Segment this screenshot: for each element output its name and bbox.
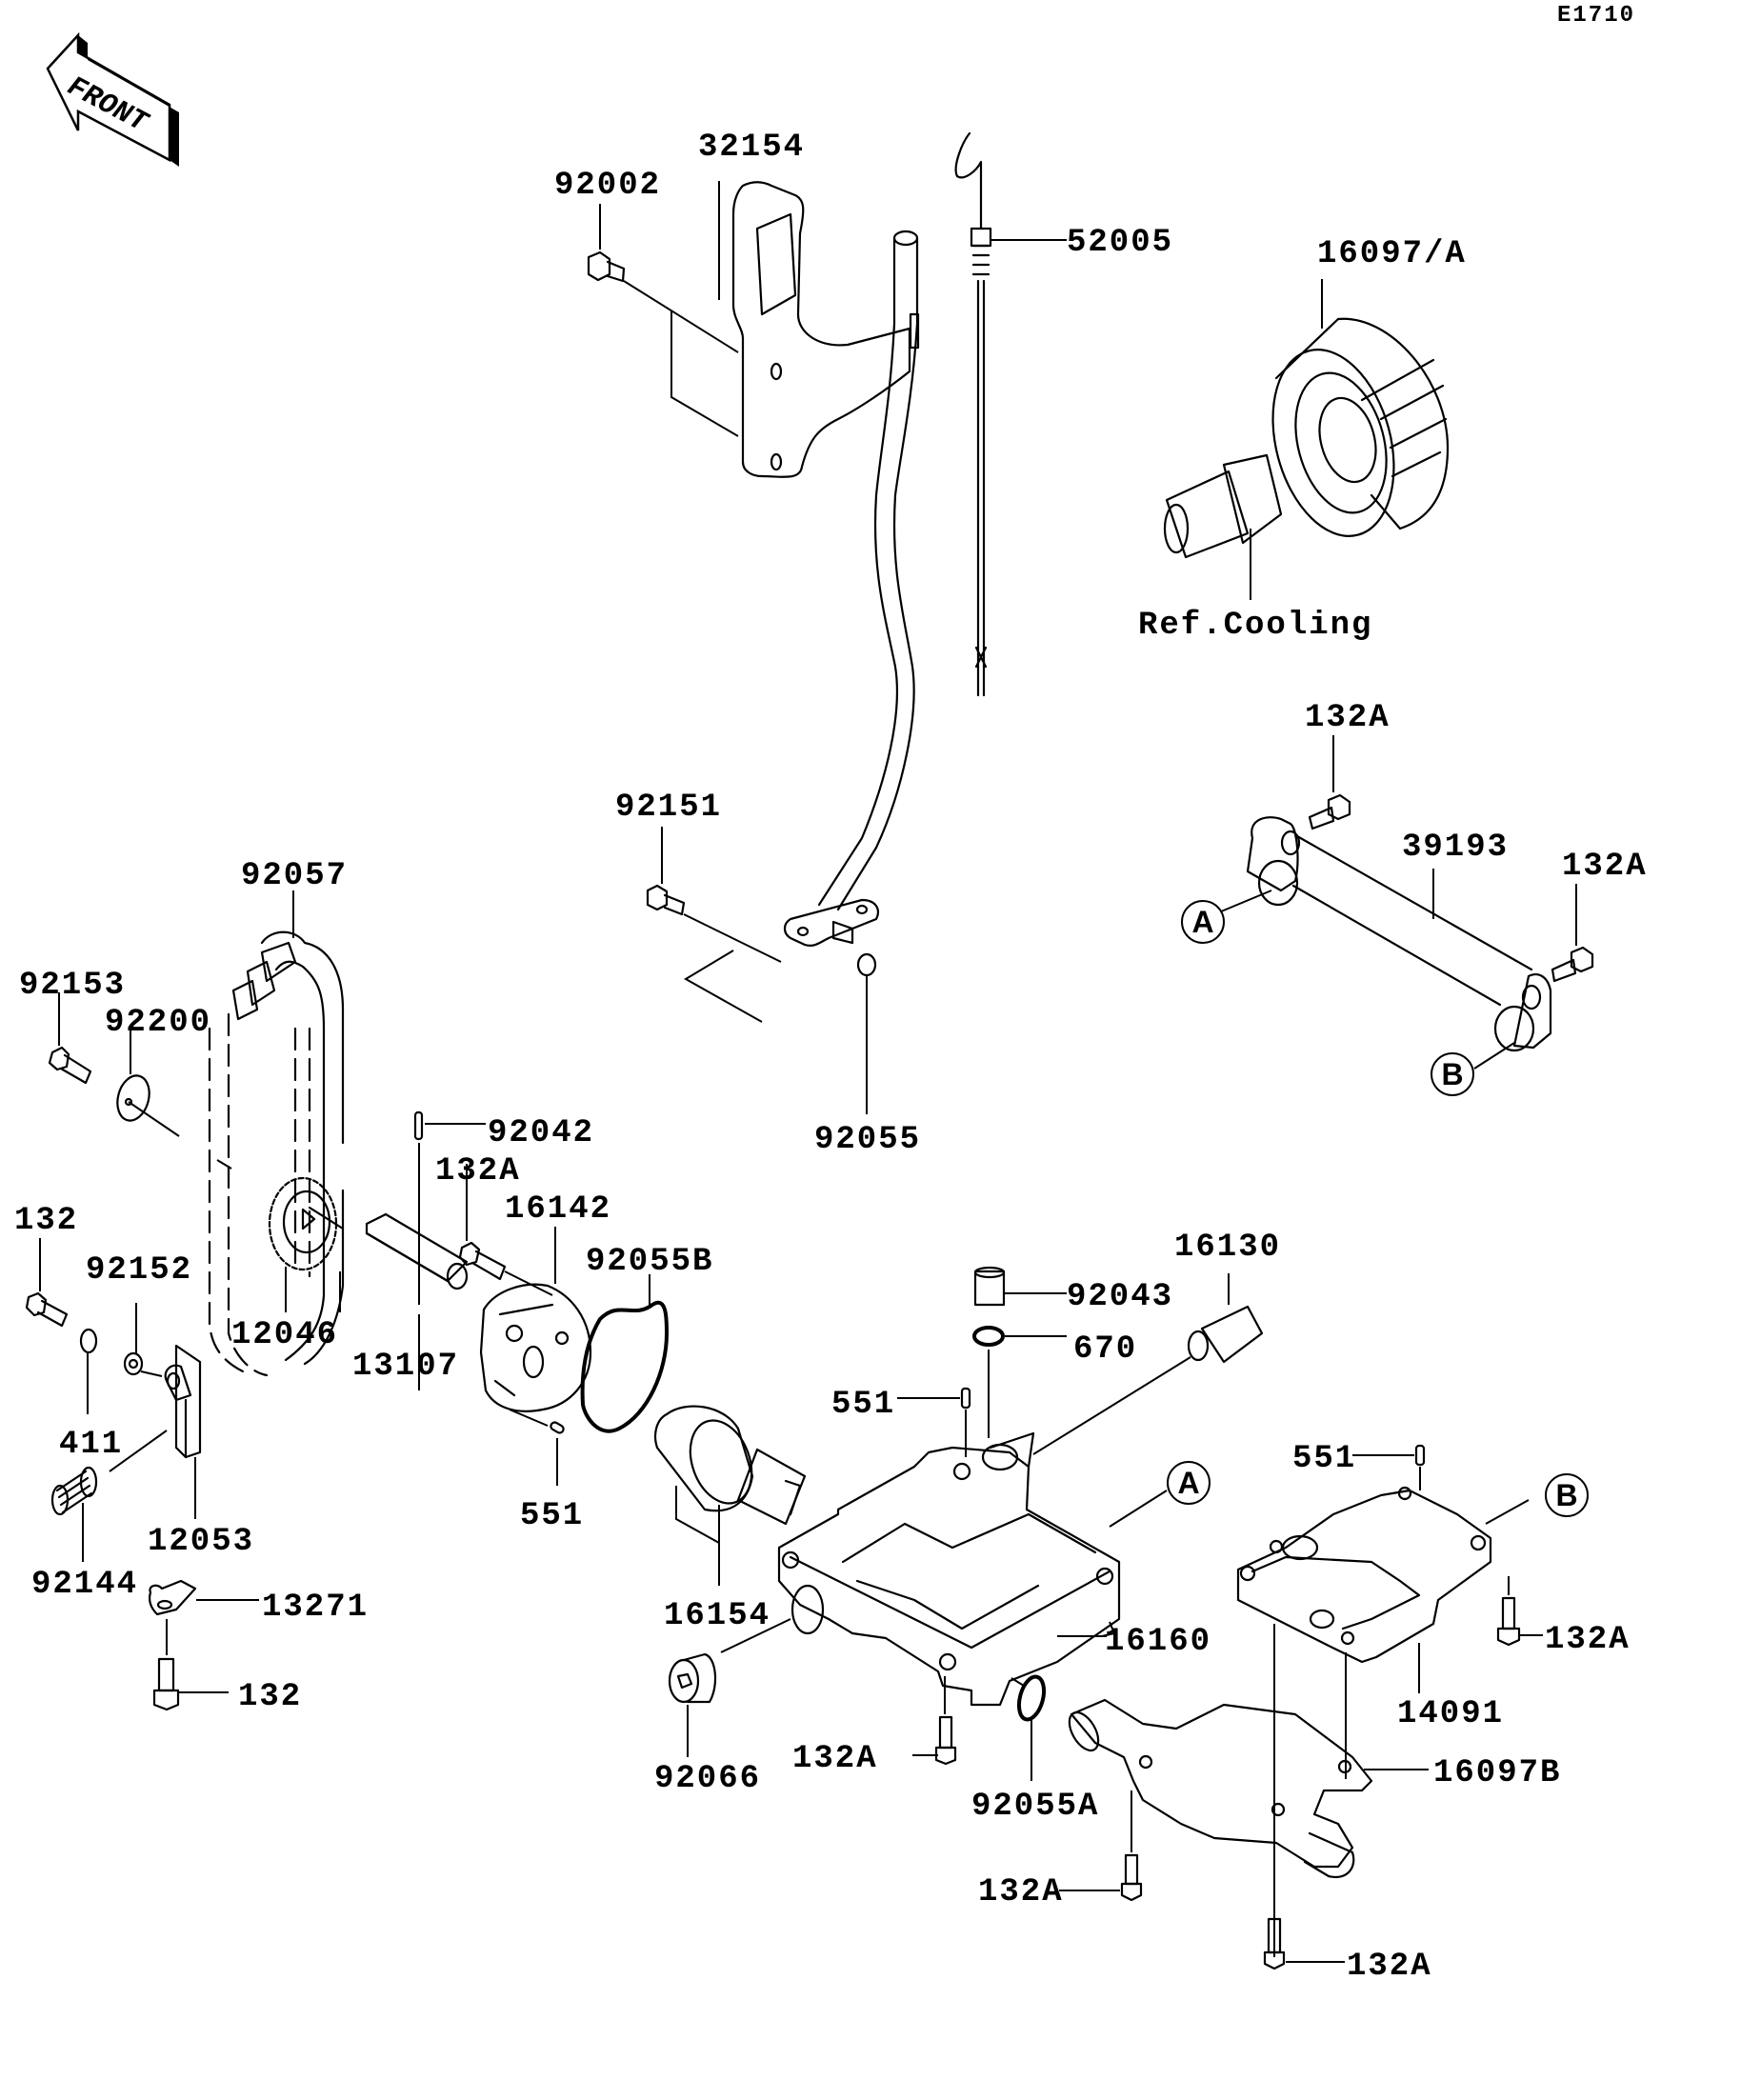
oil-pan-16160 (777, 1431, 1121, 1707)
part-label-13107: 13107 (352, 1349, 459, 1385)
oil-pump-16142 (479, 1283, 592, 1412)
oil-filter (1271, 317, 1450, 537)
part-label-92055: 92055 (814, 1122, 921, 1158)
part-label-132a-1: 132A (1305, 700, 1391, 736)
washer-411 (79, 1328, 98, 1354)
bolt-132A-pipe-right (1551, 946, 1594, 983)
relief-valve-16130 (1187, 1305, 1264, 1364)
part-label-132a-5: 132A (792, 1741, 878, 1777)
drive-chain (208, 930, 345, 1377)
connector-b-strainer-label: B (1555, 1478, 1577, 1512)
bolt-132A-housing-bottom (1263, 1917, 1286, 1970)
washer-92200 (116, 1074, 150, 1122)
part-label-92042: 92042 (488, 1115, 594, 1151)
bolt-132A-pan (934, 1715, 957, 1766)
part-label-92002: 92002 (554, 168, 661, 204)
part-label-551-2: 551 (520, 1498, 584, 1534)
part-label-16097a: 16097/A (1317, 236, 1467, 272)
bolt-132A-housing-left (1120, 1853, 1143, 1902)
tube-flange (783, 898, 879, 947)
part-label-411: 411 (59, 1427, 123, 1463)
pin-551-strainer (1414, 1444, 1426, 1467)
part-label-92151: 92151 (615, 790, 722, 826)
part-label-132a-4: 132A (1545, 1622, 1631, 1658)
pin-551-pan (960, 1387, 971, 1410)
bolt-132-bottom (152, 1657, 180, 1711)
part-label-39193: 39193 (1402, 830, 1509, 866)
part-label-132a-3: 132A (435, 1153, 521, 1190)
part-label-551-1: 551 (831, 1387, 895, 1423)
collar-92043 (973, 1266, 1006, 1307)
part-label-92152: 92152 (86, 1252, 192, 1289)
pin-92042 (413, 1110, 424, 1141)
part-label-32154: 32154 (698, 130, 805, 166)
bolt-132A-strainer (1496, 1596, 1521, 1647)
sprocket-12046 (268, 1176, 338, 1271)
reference-note: Ref.Cooling (1138, 608, 1372, 644)
part-label-12046: 12046 (231, 1317, 338, 1353)
dipstick-tube (817, 230, 920, 911)
bolt-92002 (587, 250, 626, 283)
shaft-13107 (308, 1206, 469, 1290)
oring-92055A (1016, 1674, 1047, 1722)
filter-fitting (1163, 453, 1283, 559)
part-label-12053: 12053 (148, 1524, 254, 1560)
part-label-16160: 16160 (1105, 1624, 1211, 1660)
pin-551-pump (550, 1421, 565, 1434)
part-label-13271: 13271 (262, 1590, 369, 1626)
part-label-92055b: 92055B (586, 1244, 713, 1280)
connector-b-strainer (1545, 1473, 1589, 1517)
part-label-132-2: 132 (238, 1679, 302, 1715)
connector-a-top (1181, 900, 1225, 944)
part-label-92153: 92153 (19, 968, 126, 1004)
pump-rotors-16154 (653, 1405, 807, 1526)
part-label-16154: 16154 (664, 1598, 770, 1634)
bolt-92153 (48, 1046, 92, 1085)
connector-a-pan (1167, 1461, 1211, 1505)
part-label-52005: 52005 (1067, 225, 1173, 261)
part-label-132a-6: 132A (978, 1874, 1064, 1910)
part-label-14091: 14091 (1397, 1696, 1504, 1732)
spring-92144 (50, 1466, 98, 1516)
part-label-92144: 92144 (31, 1567, 138, 1603)
connector-b-label: B (1441, 1057, 1463, 1091)
gasket-92055B (580, 1300, 669, 1433)
part-label-92066: 92066 (654, 1761, 761, 1797)
filter-housing-16097B (1068, 1698, 1373, 1879)
figure-id: E1710 (1557, 3, 1635, 29)
drain-plug-92066 (668, 1652, 717, 1704)
bolt-132A-pump (458, 1241, 507, 1281)
part-label-16142: 16142 (505, 1191, 611, 1228)
part-label-132a-7: 132A (1347, 1949, 1432, 1985)
bolt-92151 (646, 884, 686, 916)
part-label-92057: 92057 (241, 858, 348, 894)
part-label-132-1: 132 (14, 1203, 78, 1239)
front-arrow-icon: FRONT (46, 31, 179, 167)
bolt-132A-pipe-top (1308, 793, 1351, 830)
dipstick (954, 131, 992, 697)
part-label-16097b: 16097B (1433, 1755, 1561, 1791)
part-label-670: 670 (1073, 1331, 1137, 1368)
nut-92152 (123, 1351, 144, 1376)
connector-a-label: A (1191, 905, 1213, 939)
dipstick-bracket (731, 181, 911, 478)
connector-b-top (1431, 1052, 1474, 1096)
bolt-132-top (25, 1291, 69, 1328)
connector-a-pan-label: A (1177, 1466, 1199, 1500)
part-label-92055a: 92055A (971, 1789, 1099, 1825)
tensioner-12053 (164, 1344, 202, 1459)
strainer-14091 (1236, 1486, 1492, 1664)
oring-92055 (856, 952, 877, 977)
oil-pipe-39193 (1246, 816, 1552, 1052)
part-label-92200: 92200 (105, 1005, 211, 1041)
oring-670 (972, 1326, 1005, 1347)
part-label-551-3: 551 (1292, 1441, 1356, 1477)
part-label-16130: 16130 (1174, 1230, 1281, 1266)
plate-13271 (149, 1579, 197, 1616)
part-label-92043: 92043 (1067, 1279, 1173, 1315)
part-label-132a-2: 132A (1562, 849, 1648, 885)
